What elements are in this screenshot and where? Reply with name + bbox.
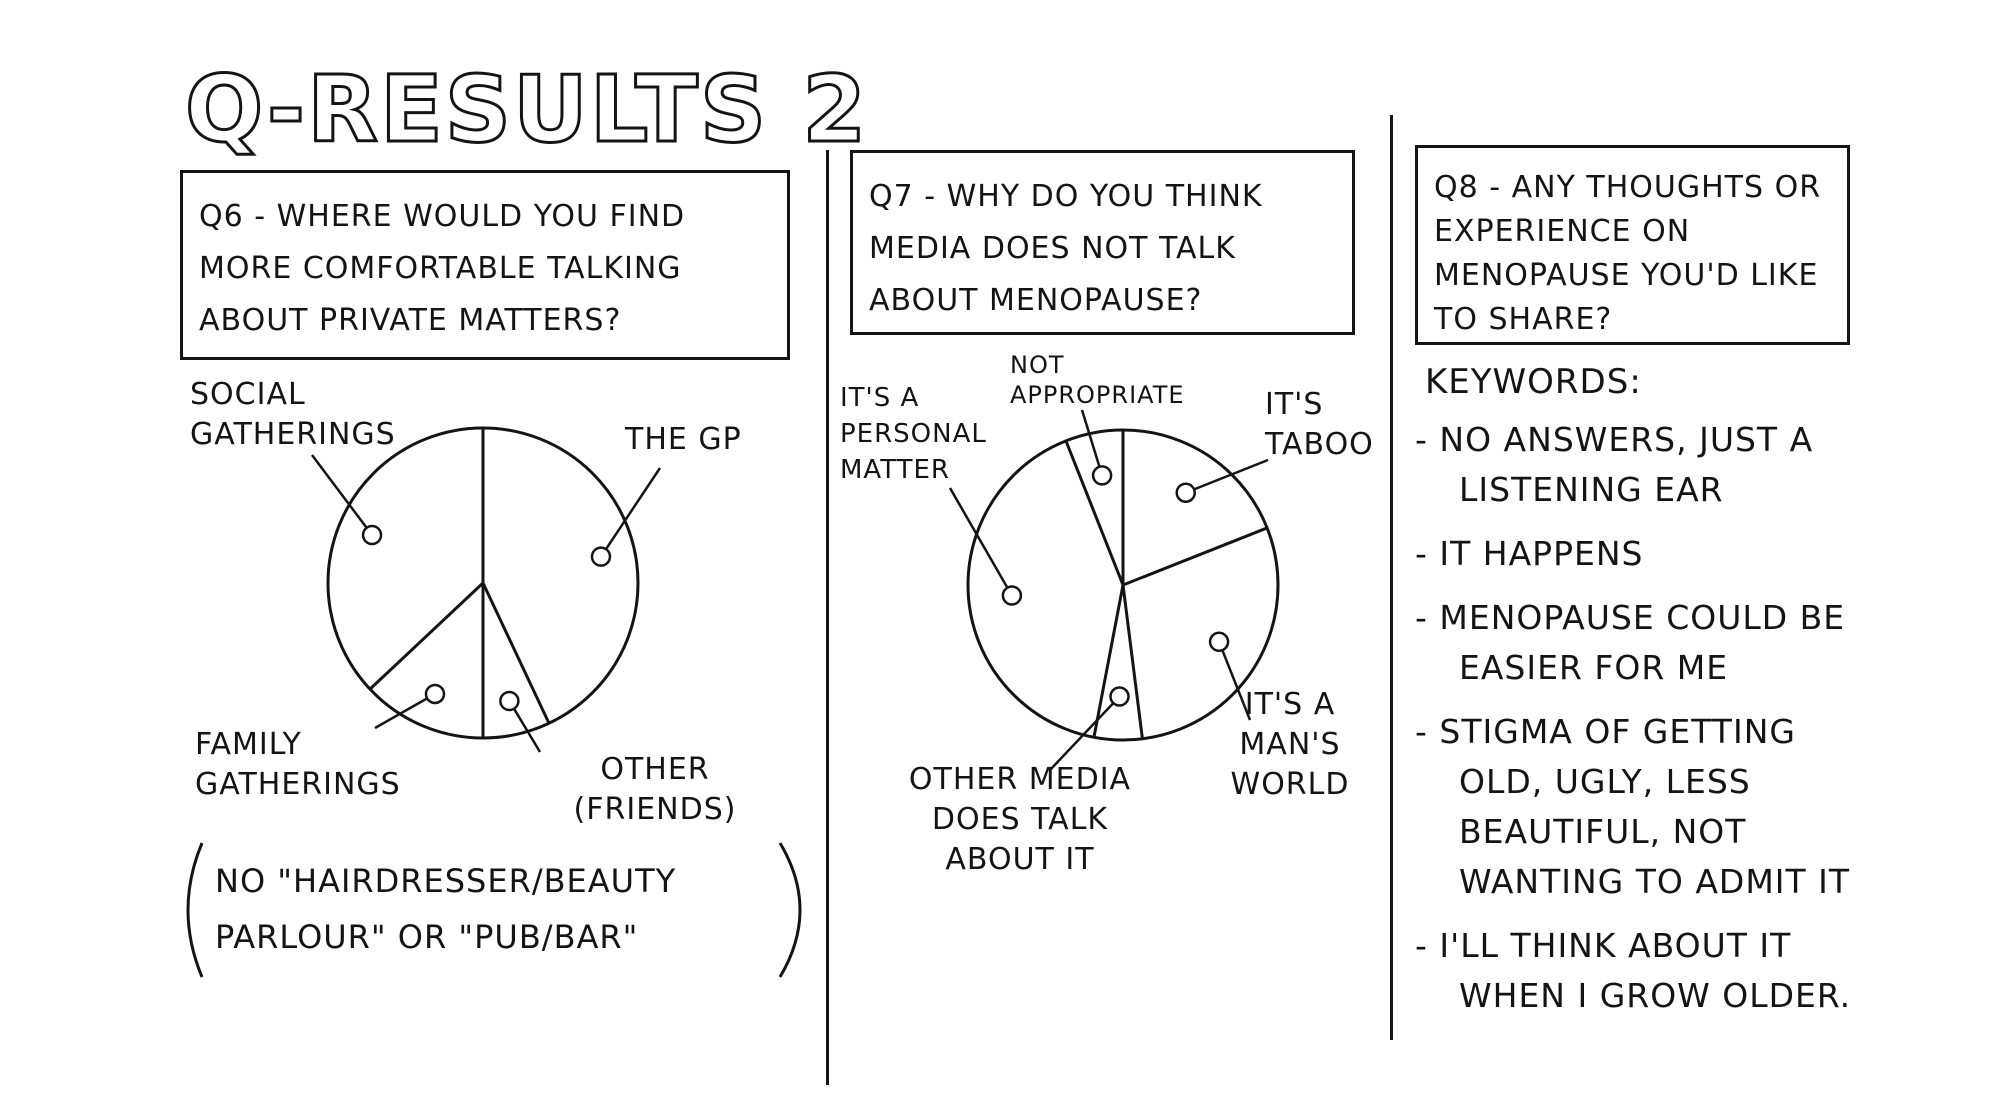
page-title: Q-RESULTS 2 bbox=[184, 55, 869, 165]
q7-slice bbox=[1094, 585, 1142, 740]
q7-slice-marker bbox=[1001, 585, 1023, 606]
column-divider-1 bbox=[826, 150, 829, 1085]
q6-slice-marker bbox=[361, 524, 383, 546]
q6-leader-line bbox=[604, 467, 662, 550]
keyword-item: IT HAPPENS bbox=[1415, 529, 1855, 579]
q7-label-other-media: OTHER MEDIA DOES TALK ABOUT IT bbox=[908, 762, 1132, 877]
q6-leader-line bbox=[512, 708, 542, 753]
q6-slice bbox=[483, 583, 549, 738]
q6-slice-boundary bbox=[368, 581, 485, 691]
q6-slice-marker bbox=[424, 683, 446, 705]
column-divider-2 bbox=[1390, 115, 1393, 1040]
q6-leader-line bbox=[311, 454, 368, 529]
q6-slice bbox=[483, 428, 638, 723]
q7-slice-marker bbox=[1091, 465, 1113, 486]
keywords-list: NO ANSWERS, JUST A LISTENING EAR IT HAPPE… bbox=[1415, 415, 1855, 1035]
keyword-item: I'LL THINK ABOUT IT WHEN I GROW OLDER. bbox=[1415, 921, 1855, 1021]
q7-slice-marker bbox=[1109, 686, 1130, 707]
q6-pie-outline bbox=[326, 426, 640, 740]
keyword-item: STIGMA OF GETTING OLD, UGLY, LESS BEAUTI… bbox=[1415, 707, 1855, 907]
q7-question-text: Q7 - WHY DO YOU THINK MEDIA DOES NOT TAL… bbox=[869, 179, 1263, 318]
keyword-item: MENOPAUSE COULD BE EASIER FOR ME bbox=[1415, 593, 1855, 693]
q6-slice-boundary bbox=[481, 582, 551, 724]
q7-slice-marker bbox=[1175, 482, 1196, 503]
q7-slice-boundary bbox=[1121, 584, 1144, 739]
keyword-item: NO ANSWERS, JUST A LISTENING EAR bbox=[1415, 415, 1855, 515]
q6-question-box: Q6 - WHERE WOULD YOU FIND MORE COMFORTAB… bbox=[180, 170, 790, 360]
q6-slice bbox=[328, 428, 483, 689]
q6-label-other-friends: OTHER (FRIENDS) bbox=[573, 752, 737, 827]
q7-slice bbox=[1123, 430, 1267, 585]
q6-slice bbox=[370, 583, 483, 738]
q8-question-box: Q8 - ANY THOUGHTS OR EXPERIENCE ON MENOP… bbox=[1415, 145, 1850, 345]
q6-slice-marker bbox=[590, 546, 612, 567]
q6-label-family-gatherings: FAMILY GATHERINGS bbox=[195, 727, 401, 802]
q7-question-box: Q7 - WHY DO YOU THINK MEDIA DOES NOT TAL… bbox=[850, 150, 1355, 335]
q7-leader-line bbox=[1080, 409, 1101, 468]
q7-slice bbox=[1066, 430, 1123, 585]
q6-note-brackets bbox=[186, 842, 802, 978]
q7-leader-line bbox=[1193, 458, 1269, 491]
q6-question-text: Q6 - WHERE WOULD YOU FIND MORE COMFORTAB… bbox=[199, 199, 686, 338]
keywords-heading: KEYWORDS: bbox=[1425, 362, 1642, 402]
q6-note: NO "HAIRDRESSER/BEAUTY PARLOUR" OR "PUB/… bbox=[180, 835, 820, 985]
q7-label-personal-matter: IT'S A PERSONAL MATTER bbox=[840, 383, 987, 485]
q6-note-text: NO "HAIRDRESSER/BEAUTY PARLOUR" OR "PUB/… bbox=[215, 862, 677, 956]
q7-label-mans-world: IT'S A MAN'S WORLD bbox=[1230, 687, 1350, 802]
q7-label-not-appropriate: NOT APPROPRIATE bbox=[1010, 351, 1185, 409]
q6-label-social-gatherings: SOCIAL GATHERINGS bbox=[190, 377, 396, 452]
q7-slice-boundary bbox=[1122, 526, 1268, 587]
q7-slice-marker bbox=[1208, 631, 1230, 653]
q6-label-the-gp: THE GP bbox=[625, 422, 742, 457]
q7-slice-boundary bbox=[1064, 440, 1125, 586]
q8-question-text: Q8 - ANY THOUGHTS OR EXPERIENCE ON MENOP… bbox=[1434, 170, 1822, 337]
q6-leader-line bbox=[374, 697, 428, 730]
q6-slice-marker bbox=[499, 690, 520, 712]
q7-label-taboo: IT'S TABOO bbox=[1265, 387, 1374, 462]
q7-slice-boundary bbox=[1092, 584, 1125, 738]
q7-leader-line bbox=[948, 487, 1009, 589]
